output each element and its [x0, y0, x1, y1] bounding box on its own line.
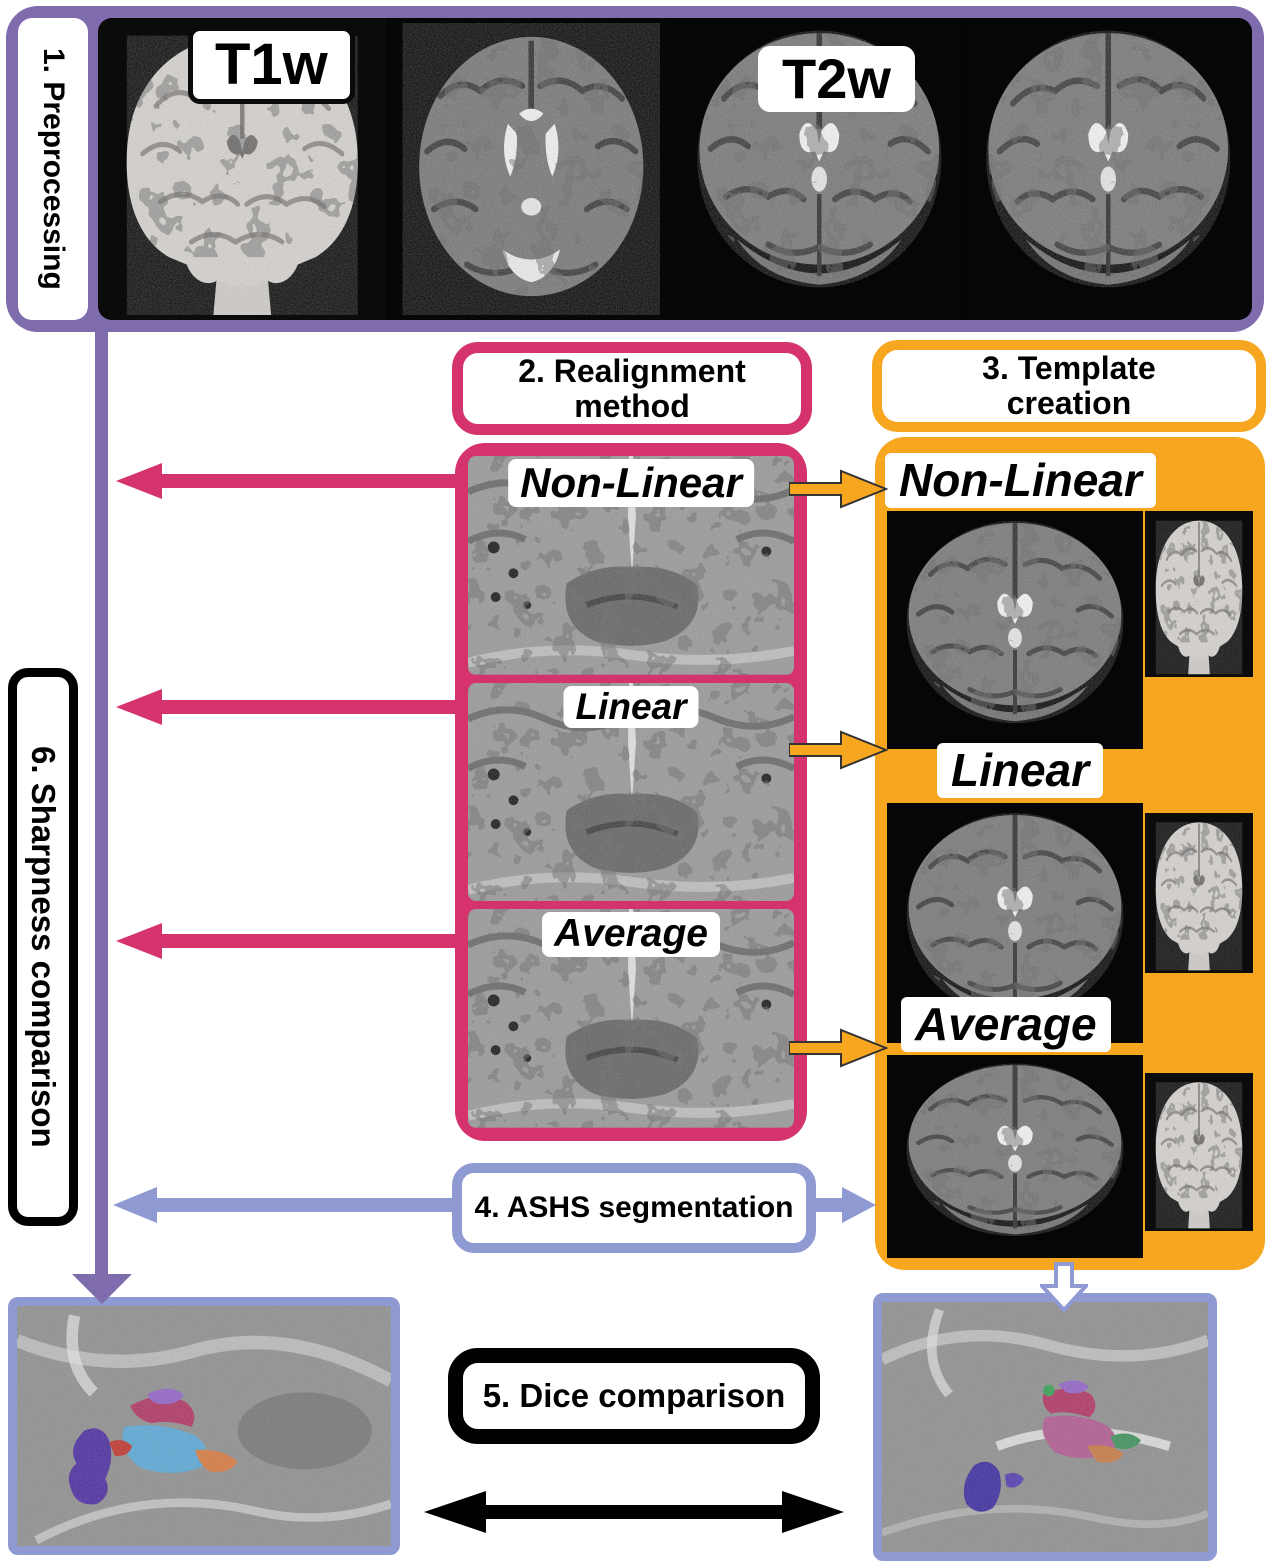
flow-line-vertical — [95, 330, 108, 1280]
purple-down-arrow — [72, 1274, 132, 1304]
template-image-average — [887, 1055, 1143, 1258]
preprocessing-label-text: 1. Preprocessing — [37, 48, 70, 290]
template-label-average: Average — [901, 997, 1111, 1052]
realignment-panel: Non-Linear Linear Average — [455, 443, 807, 1141]
realignment-label-linear: Linear — [563, 685, 699, 729]
orange-arrow-top — [789, 469, 888, 509]
preprocessing-label: 1. Preprocessing — [18, 18, 88, 320]
dice-comparison-text: 5. Dice comparison — [482, 1377, 786, 1414]
segmentation-image-left-svg — [17, 1306, 391, 1546]
t2w-scan-image-3 — [964, 18, 1253, 320]
template-inset-average-svg — [1145, 1073, 1253, 1231]
ashs-arrow-left — [113, 1187, 452, 1223]
realignment-header: 2. Realignment method — [452, 342, 812, 435]
template-label-linear: Linear — [937, 743, 1104, 798]
template-image-nonlinear-svg — [887, 511, 1143, 749]
template-inset-linear-svg — [1145, 813, 1253, 973]
realignment-label-nonlinear: Non-Linear — [508, 459, 754, 508]
dice-double-arrow — [424, 1491, 844, 1533]
periwinkle-down-arrow — [1040, 1262, 1088, 1312]
preprocessing-panel: 1. Preprocessing T1w T2w — [6, 6, 1264, 332]
t1w-label: T1w — [188, 26, 355, 104]
template-inset-nonlinear-svg — [1145, 511, 1253, 677]
preprocessing-scan-strip: T1w T2w — [98, 18, 1252, 320]
template-header-text: 3. Template creation — [982, 350, 1156, 421]
ashs-segmentation-box: 4. ASHS segmentation — [452, 1163, 816, 1253]
ashs-arrow-right — [816, 1187, 876, 1223]
realignment-header-text: 2. Realignment method — [518, 352, 746, 424]
realignment-item-average: Average — [468, 909, 794, 1128]
t2w-scan-image-1 — [387, 18, 676, 320]
realignment-item-linear: Linear — [468, 683, 794, 902]
realignment-item-nonlinear: Non-Linear — [468, 456, 794, 675]
template-panel: Non-Linear Linear Average — [875, 437, 1265, 1270]
sharpness-comparison-text: 6. Sharpness comparison — [25, 746, 62, 1148]
pink-arrow-middle — [116, 689, 456, 725]
pink-arrow-top — [116, 463, 456, 499]
template-inset-nonlinear — [1145, 511, 1253, 677]
ashs-segmentation-text: 4. ASHS segmentation — [474, 1191, 794, 1224]
segmentation-image-left — [8, 1297, 400, 1555]
sharpness-comparison-box: 6. Sharpness comparison — [8, 668, 78, 1226]
segmentation-image-right — [873, 1293, 1217, 1561]
realignment-label-average: Average — [542, 912, 720, 958]
orange-arrow-bottom — [789, 1028, 888, 1068]
template-image-nonlinear — [887, 511, 1143, 749]
dice-comparison-box: 5. Dice comparison — [448, 1348, 820, 1444]
template-inset-average — [1145, 1073, 1253, 1231]
template-label-nonlinear: Non-Linear — [885, 453, 1156, 508]
pink-arrow-bottom — [116, 923, 456, 959]
template-image-average-svg — [887, 1055, 1143, 1258]
template-inset-linear — [1145, 813, 1253, 973]
template-header: 3. Template creation — [872, 340, 1266, 432]
segmentation-image-right-svg — [882, 1302, 1208, 1552]
orange-arrow-middle — [789, 730, 888, 770]
t2w-label: T2w — [758, 46, 915, 112]
